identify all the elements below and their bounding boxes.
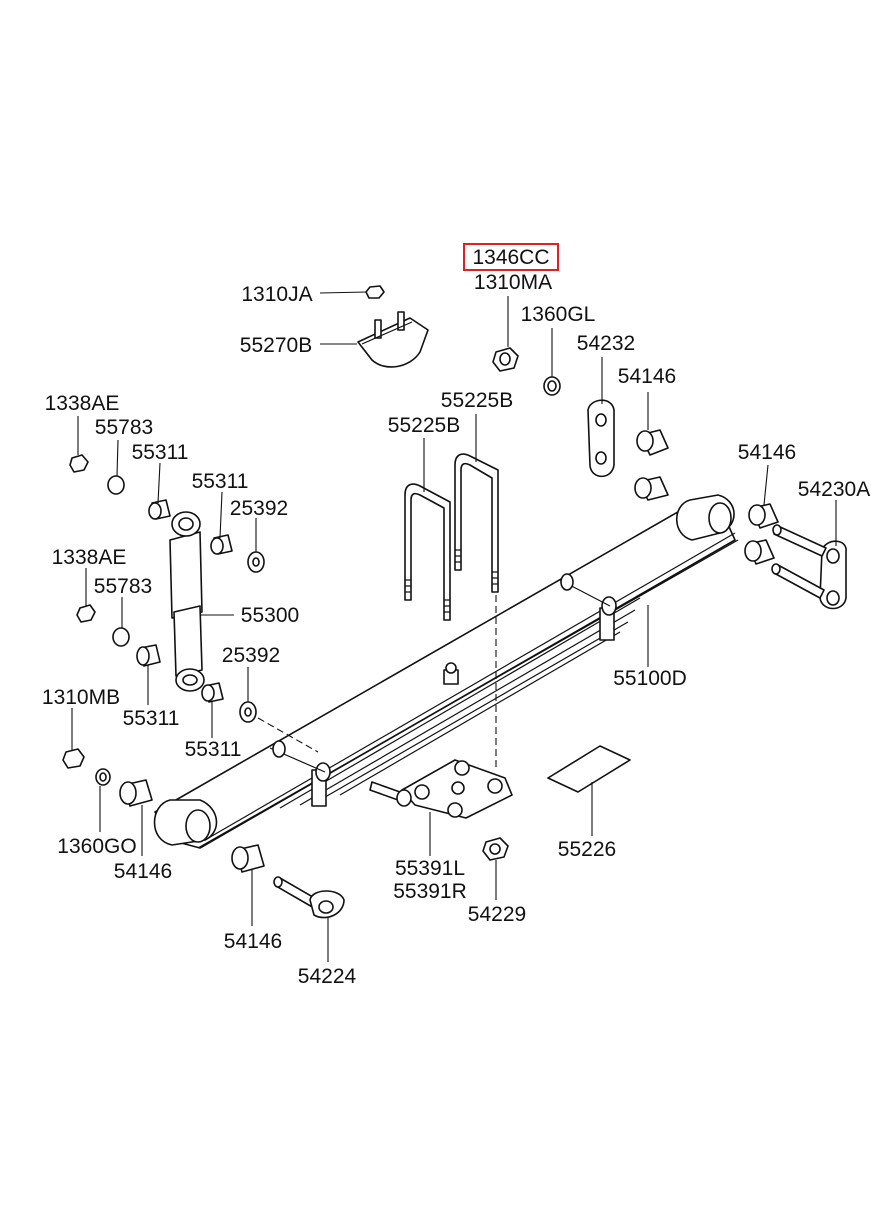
label-25392-b[interactable]: 25392 [222, 644, 280, 667]
label-1338ae-b[interactable]: 1338AE [52, 546, 127, 569]
axis-line-shock [257, 717, 319, 753]
leaf-spring [153, 494, 739, 849]
bushing-54146-right-b [744, 539, 775, 565]
washer-55783-a [107, 475, 125, 495]
bushing-55311-d [201, 682, 224, 703]
washer-25392-b [239, 701, 257, 723]
bushing-55311-a [148, 499, 171, 520]
bushing-55311-b [210, 534, 233, 555]
label-1338ae-a[interactable]: 1338AE [45, 392, 120, 415]
u-bolt-55225b-front [404, 483, 451, 621]
label-1346cc[interactable]: 1346CC [472, 246, 549, 269]
spring-seat-plate-55391 [369, 759, 513, 819]
label-54229[interactable]: 54229 [468, 903, 526, 926]
label-55311-c[interactable]: 55311 [123, 707, 180, 730]
shackle-pin-54224 [273, 876, 345, 919]
washer-25392-a [247, 551, 265, 573]
bushing-54146-bottom [231, 844, 265, 873]
label-1360go[interactable]: 1360GO [57, 835, 136, 858]
label-55311-d[interactable]: 55311 [185, 738, 242, 761]
label-1310ma[interactable]: 1310MA [474, 271, 552, 294]
label-55391l[interactable]: 55391L [395, 857, 465, 880]
washer-1360gl [543, 376, 561, 396]
label-54146-b[interactable]: 54146 [224, 930, 282, 953]
bushing-55311-c [136, 644, 161, 667]
label-54146-r[interactable]: 54146 [738, 441, 796, 464]
u-bolt-55225b-rear [454, 453, 499, 593]
label-1310ja[interactable]: 1310JA [241, 283, 312, 306]
nut-1338ae-a [69, 454, 89, 473]
label-55270b[interactable]: 55270B [240, 334, 312, 357]
label-55311-a[interactable]: 55311 [132, 441, 189, 464]
nut-1310ja [365, 285, 385, 299]
label-54230a[interactable]: 54230A [798, 478, 870, 501]
bushing-54146-mid [634, 476, 669, 501]
label-55391r[interactable]: 55391R [393, 880, 467, 903]
nut-54229 [482, 837, 509, 861]
label-54224[interactable]: 54224 [298, 965, 357, 988]
shock-absorber-55300 [169, 511, 205, 692]
label-55226[interactable]: 55226 [558, 838, 616, 861]
label-55225b-a[interactable]: 55225B [441, 389, 513, 412]
leader-lines [71, 291, 837, 962]
label-1310mb[interactable]: 1310MB [42, 686, 120, 709]
pad-55226 [547, 745, 631, 793]
label-55100d[interactable]: 55100D [613, 667, 687, 690]
washer-1360go [95, 768, 111, 786]
nut-1310mb [62, 748, 85, 769]
label-25392-a[interactable]: 25392 [230, 497, 288, 520]
label-55300[interactable]: 55300 [241, 604, 299, 627]
label-54146-top[interactable]: 54146 [618, 365, 676, 388]
label-55783-b[interactable]: 55783 [94, 575, 152, 598]
bushing-54146-top [636, 429, 669, 456]
nut-1338ae-b [76, 604, 96, 623]
highlight-box-1346cc [463, 243, 559, 271]
label-54146-l[interactable]: 54146 [114, 860, 172, 883]
label-55783-a[interactable]: 55783 [95, 416, 153, 439]
nut-1310ma [492, 347, 519, 372]
label-1360gl[interactable]: 1360GL [521, 303, 596, 326]
bushing-54146-left [119, 779, 153, 807]
bump-stopper [357, 311, 429, 368]
label-55311-b[interactable]: 55311 [192, 470, 249, 493]
shackle-54230a [771, 524, 847, 610]
label-54232[interactable]: 54232 [577, 332, 635, 355]
shackle-plate-54232 [587, 399, 615, 478]
label-55225b-b[interactable]: 55225B [388, 414, 460, 437]
bushing-54146-right-a [748, 503, 779, 529]
washer-55783-b [112, 627, 130, 647]
